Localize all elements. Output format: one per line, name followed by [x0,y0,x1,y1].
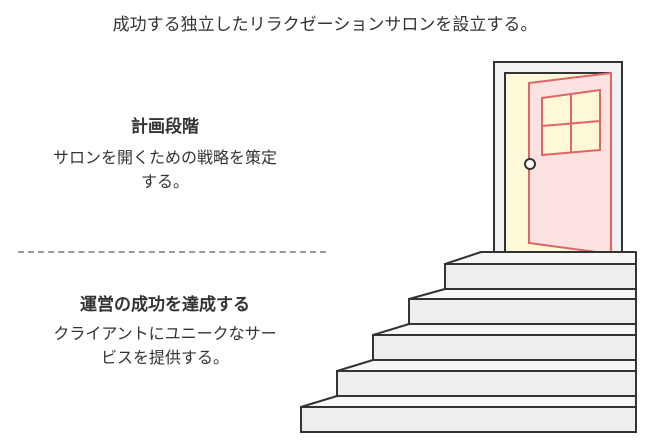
description-line: サロンを開くための戦略を策定 [52,148,277,167]
section-heading-operation: 運営の成功を達成する [80,295,250,315]
section-heading-planning: 計画段階 [131,117,199,137]
description-line: する。 [140,172,189,191]
description-line: ビスを提供する。 [100,348,229,367]
section-description-planning: サロンを開くための戦略を策定 する。 [10,146,320,194]
door-icon [493,61,623,256]
section-description-operation: クライアントにユニークなサー ビスを提供する。 [10,322,320,370]
section-divider [18,251,326,253]
description-line: クライアントにユニークなサー [53,324,277,343]
stairs-icon [300,251,637,433]
diagram-title: 成功する独立したリラクゼーションサロンを設立する。 [112,15,538,35]
